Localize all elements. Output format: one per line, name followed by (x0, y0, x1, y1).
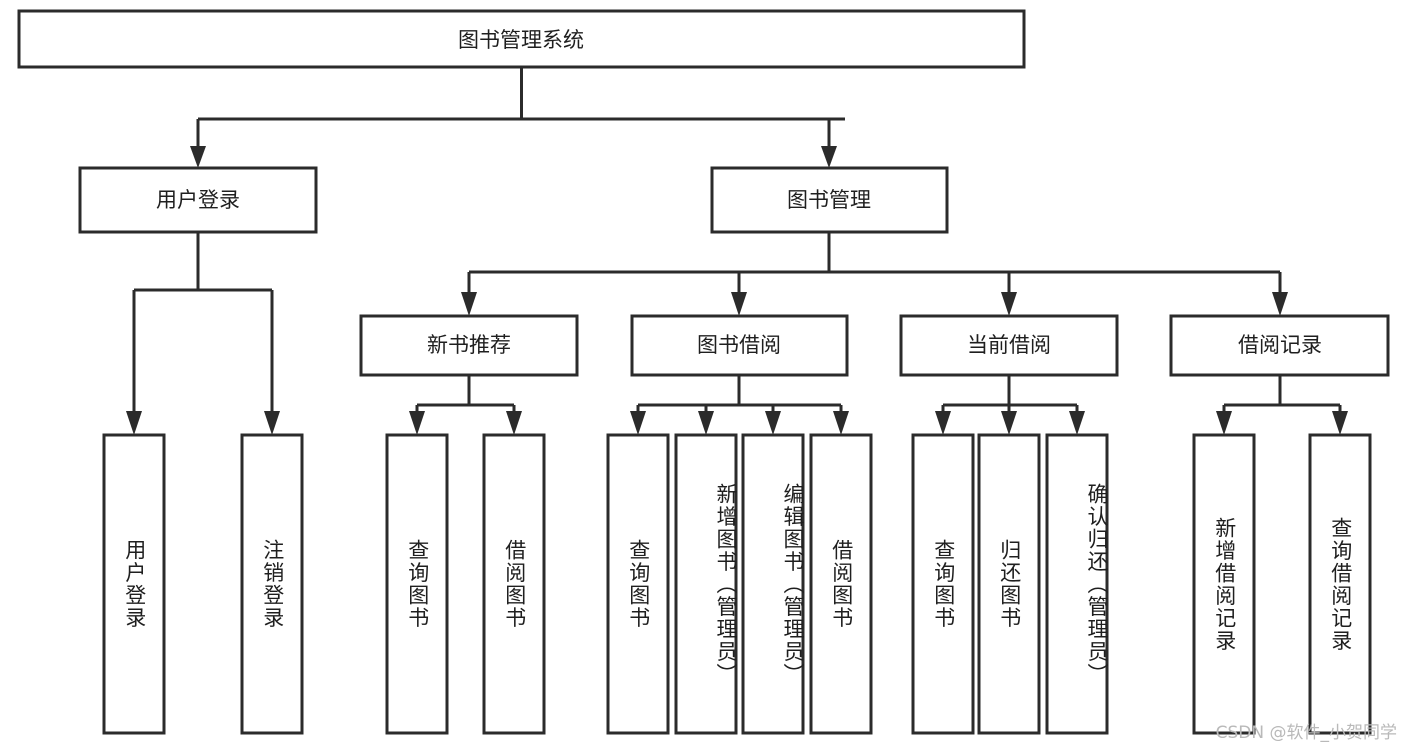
node-root-box[interactable] (17, 9, 1026, 69)
connector-group-book-manage (461, 232, 1288, 316)
node-user-login[interactable]: 用户登录 (78, 166, 318, 234)
node-book-borrow-label: 图书借阅 (697, 333, 781, 357)
arrow-head-book-borrow (731, 292, 747, 316)
node-root-label: 图书管理系统 (458, 28, 584, 52)
connector-group-borrow-record (1216, 375, 1348, 435)
arrow-head-leaf-new-book-2 (506, 411, 522, 435)
node-user-login-box[interactable] (78, 166, 318, 234)
connector-group-book-borrow (630, 375, 849, 435)
arrow-head-leaf-user-login-1 (126, 411, 142, 435)
node-book-manage[interactable]: 图书管理 (710, 166, 949, 234)
arrow-head-current-borrow (1001, 292, 1017, 316)
leaf-box-book-borrow-3[interactable] (741, 433, 805, 735)
watermark-text: CSDN @软件_小贺同学 (1215, 723, 1397, 743)
leaf-box-new-book-2[interactable] (482, 433, 546, 735)
leaf-box-user-login-2[interactable] (240, 433, 304, 735)
leaf-box-current-borrow-1[interactable] (911, 433, 975, 735)
arrow-head-leaf-book-borrow-2 (698, 411, 714, 435)
arrow-head-borrow-record (1272, 292, 1288, 316)
arrow-head-leaf-book-borrow-4 (833, 411, 849, 435)
node-user-login-label: 用户登录 (156, 188, 240, 212)
connector-group-user-login (126, 232, 280, 435)
leaf-box-borrow-record-2[interactable] (1308, 433, 1372, 735)
node-borrow-record-label: 借阅记录 (1238, 333, 1322, 357)
node-book-borrow-box[interactable] (630, 314, 849, 377)
node-root[interactable]: 图书管理系统 (17, 9, 1026, 69)
arrow-head-leaf-current-borrow-2 (1001, 411, 1017, 435)
connector-group-new-book-recommend (409, 375, 522, 435)
leaf-box-current-borrow-2[interactable] (977, 433, 1041, 735)
leaf-group-user-login (102, 433, 304, 735)
leaf-box-book-borrow-1[interactable] (606, 433, 670, 735)
arrow-head-leaf-current-borrow-3 (1069, 411, 1085, 435)
arrow-head-leaf-user-login-2 (264, 411, 280, 435)
arrow-head-user-login (190, 146, 206, 168)
node-current-borrow[interactable]: 当前借阅 (899, 314, 1119, 377)
arrow-head-leaf-book-borrow-3 (765, 411, 781, 435)
leaf-box-new-book-1[interactable] (385, 433, 449, 735)
node-new-book-recommend[interactable]: 新书推荐 (359, 314, 579, 377)
node-book-manage-box[interactable] (710, 166, 949, 234)
leaf-group-current-borrow (911, 433, 1109, 735)
connector-group-root (190, 67, 845, 168)
arrow-head-leaf-book-borrow-1 (630, 411, 646, 435)
node-book-manage-label: 图书管理 (787, 188, 871, 212)
arrow-head-leaf-current-borrow-1 (935, 411, 951, 435)
leaf-group-borrow-record (1192, 433, 1372, 735)
connector-group-current-borrow (935, 375, 1085, 435)
leaf-box-borrow-record-1[interactable] (1192, 433, 1256, 735)
arrow-head-book-manage (821, 146, 837, 168)
arrow-head-leaf-borrow-record-1 (1216, 411, 1232, 435)
arrow-head-leaf-new-book-1 (409, 411, 425, 435)
leaf-box-book-borrow-2[interactable] (674, 433, 738, 735)
node-borrow-record[interactable]: 借阅记录 (1169, 314, 1390, 377)
leaf-group-new-book-recommend (385, 433, 546, 735)
node-new-book-recommend-label: 新书推荐 (427, 333, 511, 357)
leaf-box-book-borrow-4[interactable] (809, 433, 873, 735)
node-book-borrow[interactable]: 图书借阅 (630, 314, 849, 377)
leaf-box-user-login-1[interactable] (102, 433, 166, 735)
node-current-borrow-label: 当前借阅 (967, 333, 1051, 357)
node-borrow-record-box[interactable] (1169, 314, 1390, 377)
node-new-book-recommend-box[interactable] (359, 314, 579, 377)
leaf-group-book-borrow (606, 433, 873, 735)
node-current-borrow-box[interactable] (899, 314, 1119, 377)
arrow-head-new-book-recommend (461, 292, 477, 316)
arrow-head-leaf-borrow-record-2 (1332, 411, 1348, 435)
leaf-box-current-borrow-3[interactable] (1045, 433, 1109, 735)
